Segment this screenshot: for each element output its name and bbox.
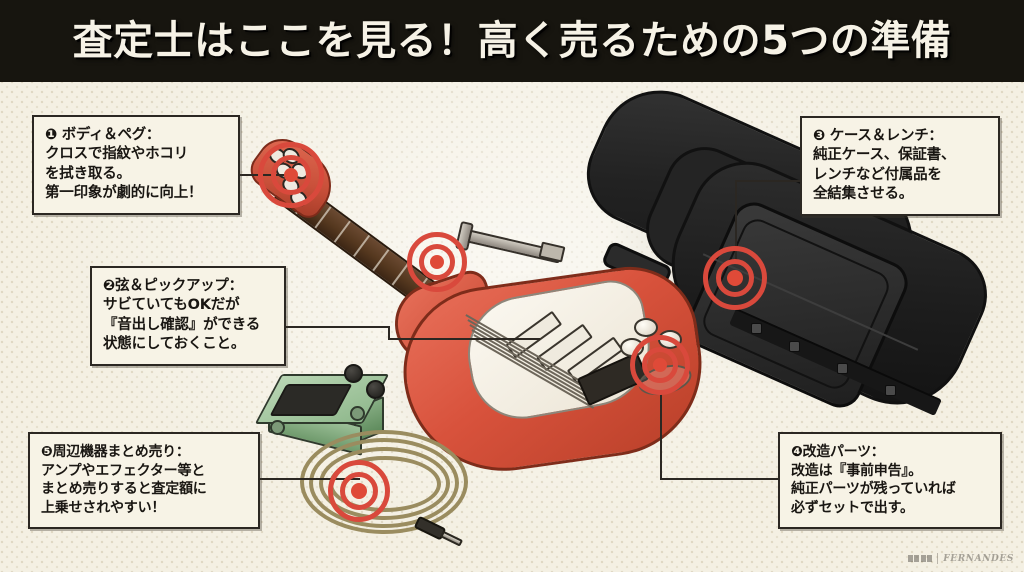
cable-coil [309, 438, 459, 528]
callout-5-line-1: ❺周辺機器まとめ売り： [41, 444, 190, 460]
cable-illustration [300, 430, 510, 560]
target-marker-5 [328, 460, 390, 522]
callout-3-line-3: レンチなど付属品を [813, 166, 942, 183]
callout-box-5[interactable]: ❺周辺機器まとめ売り： アンプやエフェクター等と まとめ売りすると査定額に 上乗… [28, 432, 260, 530]
cable-coil [319, 447, 450, 520]
pedal-knob [366, 380, 385, 399]
case-body [570, 70, 1003, 427]
callout-2-line-1: ❷弦＆ピックアップ： [103, 278, 243, 294]
connector-line-3b [735, 180, 737, 260]
callout-2-line-2: サビていてもOKだが [103, 297, 240, 314]
target-marker-2 [407, 232, 467, 292]
callout-4-line-4: 必ずセットで出す。 [791, 499, 914, 516]
guitar-knob [634, 318, 658, 337]
connector-line-5 [258, 478, 360, 480]
callout-2-line-4: 状態にしておくこと。 [103, 335, 246, 352]
callout-4-line-3: 純正パーツが残っていれば [791, 481, 956, 498]
connector-line-4a [660, 390, 662, 480]
callout-1-line-2: クロスで指紋やホコリ [45, 146, 188, 163]
callout-5-line-2: アンプやエフェクター等と [41, 462, 206, 479]
brand-blocks-icon [907, 555, 933, 562]
effects-pedal-illustration [254, 362, 390, 460]
connector-line-3a [735, 180, 801, 182]
connector-line-2b [388, 326, 390, 340]
callout-box-2[interactable]: ❷弦＆ピックアップ： サビていてもOKだが 『音出し確認』ができる 状態にしてお… [90, 266, 286, 367]
case-latch [837, 363, 848, 374]
case-latch [751, 323, 762, 334]
header-band: 査定士はここを見る！高く売るための5つの準備 [0, 0, 1024, 82]
callout-2-line-3: 『音出し確認』ができる [103, 316, 261, 333]
plug-tip [440, 530, 464, 547]
target-marker-3 [703, 246, 767, 310]
callout-4-line-2: 改造は『事前申告』。 [791, 462, 922, 479]
connector-line-4b [660, 478, 788, 480]
target-marker-1 [258, 142, 324, 208]
callout-3-line-2: 純正ケース、保証書、 [813, 147, 956, 164]
brand-divider [937, 553, 939, 564]
allen-wrench-illustration [452, 218, 566, 274]
callout-box-3[interactable]: ❸ ケース＆レンチ： 純正ケース、保証書、 レンチなど付属品を 全結集させる。 [800, 116, 1000, 217]
callout-box-1[interactable]: ❶ ボディ＆ペグ： クロスで指紋やホコリ を拭き取る。 第一印象が劇的に向上！ [32, 115, 240, 216]
callout-1-line-1: ❶ ボディ＆ペグ： [45, 127, 161, 143]
pedal-jack [270, 420, 285, 435]
target-marker-4 [630, 335, 690, 395]
page-title: 査定士はここを見る！高く売るための5つの準備 [72, 18, 952, 64]
guitar-case-illustration [564, 70, 1012, 460]
callout-4-line-1: ❹改造パーツ： [791, 444, 885, 460]
callout-box-4[interactable]: ❹改造パーツ： 改造は『事前申告』。 純正パーツが残っていれば 必ずセットで出す… [778, 432, 1002, 530]
callout-5-line-3: まとめ売りすると査定額に [41, 481, 207, 498]
case-latch [885, 385, 896, 396]
pedal-jack [350, 406, 365, 421]
callout-5-line-4: 上乗せされやすい！ [41, 499, 166, 516]
callout-3-line-4: 全結集させる。 [813, 185, 914, 202]
connector-line-2a [282, 326, 390, 328]
connector-line-2c [388, 338, 540, 340]
callout-1-line-3: を拭き取る。 [45, 165, 131, 182]
cable-coil [300, 430, 468, 534]
brand-name: FERNANDES [943, 553, 1014, 564]
brand-logo: FERNANDES [907, 553, 1014, 564]
pedal-knob [344, 364, 363, 383]
callout-3-line-1: ❸ ケース＆レンチ： [813, 128, 943, 144]
callout-1-line-4: 第一印象が劇的に向上！ [45, 184, 203, 201]
case-latch [789, 341, 800, 352]
